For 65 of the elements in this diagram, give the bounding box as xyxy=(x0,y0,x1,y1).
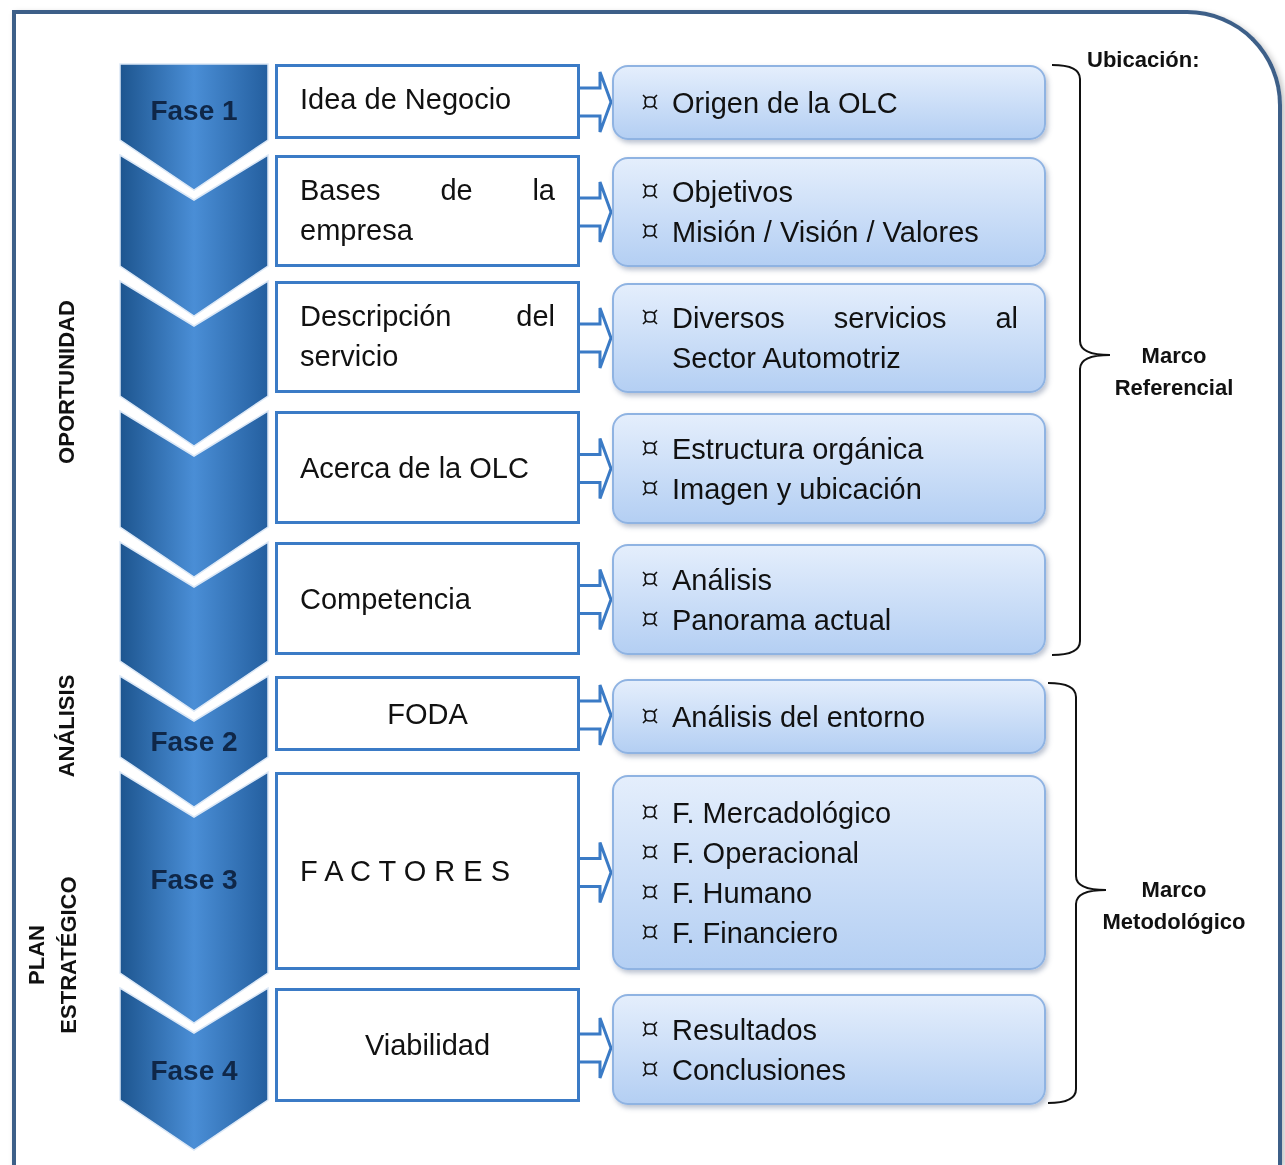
block-arrow xyxy=(578,683,613,747)
section-label: Marco Metodológico xyxy=(1101,876,1247,936)
phase-banner xyxy=(120,542,268,711)
stage-box xyxy=(275,281,580,393)
bullet-text: F. Financiero xyxy=(672,915,839,951)
block-arrow xyxy=(578,1016,613,1080)
stage-box xyxy=(275,988,580,1102)
stage-title: Descripción del servicio xyxy=(300,299,555,374)
section-label: Ubicación: xyxy=(1087,46,1200,74)
phase-label: Fase 2 xyxy=(149,725,239,759)
phase-banner xyxy=(120,411,268,577)
stage-title: Bases de la empresa xyxy=(300,173,555,248)
phase-label: Fase 3 xyxy=(149,863,239,897)
content-box xyxy=(612,775,1046,970)
bullet-text: F. Humano xyxy=(672,875,814,911)
block-arrow xyxy=(578,70,613,134)
content-box xyxy=(612,544,1046,655)
bullet-text: Imagen y ubicación xyxy=(672,471,923,507)
stage-box xyxy=(275,542,580,655)
stage-box xyxy=(275,411,580,524)
section-label: OPORTUNIDAD xyxy=(53,300,80,464)
stage-title: Viabilidad xyxy=(363,1028,492,1063)
content-box xyxy=(612,283,1046,393)
bullet-text: F. Mercadológico xyxy=(672,795,893,831)
bullet-text: F. Operacional xyxy=(672,835,860,871)
phase-banner xyxy=(120,64,268,190)
section-label: PLAN ESTRATÉGICO xyxy=(23,875,82,1035)
phase-banner xyxy=(120,155,268,316)
block-arrow xyxy=(578,437,613,500)
stage-title: FODA xyxy=(386,696,469,732)
bullet-text: Origen de la OLC xyxy=(672,85,899,121)
bullet-text: Panorama actual xyxy=(672,602,893,638)
bullet-text: Estructura orgánica xyxy=(672,431,925,467)
bullet-text: Análisis del entorno xyxy=(672,699,927,735)
stage-box xyxy=(275,676,580,751)
block-arrow xyxy=(578,568,613,631)
stage-box xyxy=(275,155,580,267)
stage-title: Competencia xyxy=(300,581,472,617)
content-box xyxy=(612,65,1046,140)
content-box xyxy=(612,413,1046,524)
block-arrow xyxy=(578,306,613,370)
section-label: ANÁLISIS xyxy=(53,674,80,778)
stage-title: Acerca de la OLC xyxy=(300,450,530,486)
bullet-text: Conclusiones xyxy=(672,1052,848,1088)
content-box xyxy=(612,157,1046,267)
phase-banner xyxy=(120,281,268,446)
content-box xyxy=(612,679,1046,754)
phase-banner xyxy=(120,772,268,1023)
phase-banner xyxy=(120,988,268,1150)
stage-box xyxy=(275,772,580,970)
phase-label: Fase 4 xyxy=(149,1054,239,1088)
section-label: Marco Referencial xyxy=(1113,342,1235,402)
block-arrow xyxy=(578,841,613,904)
stage-title: Idea de Negocio xyxy=(300,82,513,117)
bullet-text: Análisis xyxy=(672,562,773,598)
bullet-text: Diversos servicios al Sector Automotriz xyxy=(672,301,1018,376)
stage-title: F A C T O R E S xyxy=(300,854,512,889)
phase-label: Fase 1 xyxy=(149,94,239,128)
bullet-text: Misión / Visión / Valores xyxy=(672,215,980,250)
bullet-text: Resultados xyxy=(672,1012,819,1048)
bullet-text: Objetivos xyxy=(672,175,794,210)
content-box xyxy=(612,994,1046,1105)
block-arrow xyxy=(578,180,613,244)
stage-box xyxy=(275,64,580,139)
phase-banner xyxy=(120,676,268,807)
